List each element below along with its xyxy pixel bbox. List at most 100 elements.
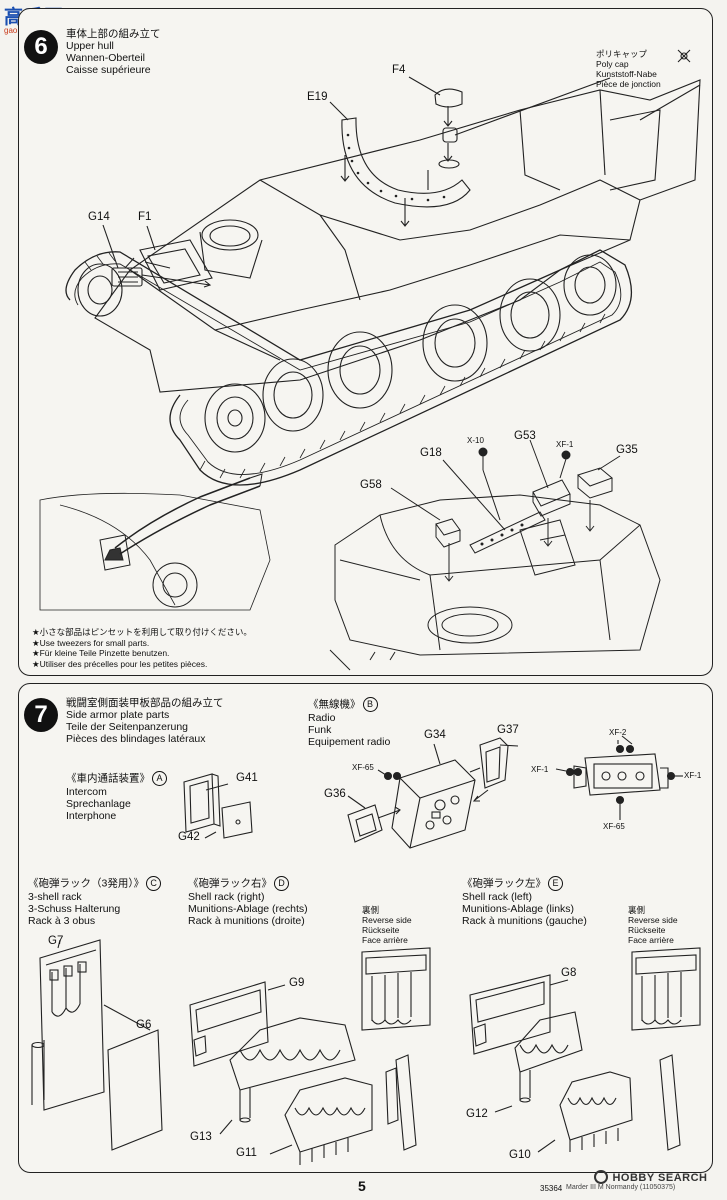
reverse-side-right: 裏側 Reverse side Rückseite Face arrière [362,905,412,945]
shell3-title: 《砲弾ラック（3発用）》C 3-shell rack 3-Schuss Halt… [28,876,162,927]
label-e19: E19 [307,91,328,103]
label-g7: G7 [48,935,64,947]
intercom-fr: Interphone [66,810,117,822]
rack-right-title: 《砲弾ラック右》D Shell rack (right) Munitions-A… [188,876,308,927]
label-g35: G35 [616,444,638,456]
label-g53: G53 [514,430,536,442]
label-g14: G14 [88,211,110,223]
reverse-right-en: Reverse side [362,915,412,925]
label-g42: G42 [178,831,200,843]
label-f4: F4 [392,64,406,76]
radio-header: 《無線機》 [308,698,361,711]
reverse-left-de: Rückseite [628,925,666,935]
polycap-note: ポリキャップ Poly cap Kunststoff-Nabe Pièce de… [596,49,661,89]
step7-panel [18,683,713,1173]
step7-title-fr: Pièces des blindages latéraux [66,733,206,745]
polycap-ja: ポリキャップ [596,49,648,59]
reverse-right-ja: 裏側 [362,905,380,915]
label-g10: G10 [509,1149,531,1161]
label-xf1: XF-1 [556,440,574,449]
label-g41: G41 [236,772,258,784]
intercom-header: 《車内通話装置》 [66,772,150,785]
rack-left-fr: Rack à munitions (gauche) [462,915,587,927]
hobby-search-icon [594,1169,608,1184]
step7-title-de: Teile der Seitenpanzerung [66,721,189,733]
footer-brand: HOBBY SEARCH [594,1168,707,1186]
label-g18: G18 [420,447,442,459]
shell3-fr: Rack à 3 obus [28,915,96,927]
label-g58: G58 [360,479,382,491]
tweezer-note-de: ★Für kleine Teile Pinzette benutzen. [32,648,170,658]
polycap-icon [677,49,691,63]
shell3-en: 3-shell rack [28,891,82,903]
rack-left-header: 《砲弾ラック左》 [462,877,546,890]
radio-en: Radio [308,712,336,724]
radio-title: 《無線機》B Radio Funk Equipement radio [308,697,390,748]
reverse-right-de: Rückseite [362,925,400,935]
intercom-en: Intercom [66,786,107,798]
rack-left-letter: E [548,876,563,891]
rack-right-header: 《砲弾ラック右》 [188,877,272,890]
label-f1: F1 [138,211,152,223]
rack-right-fr: Rack à munitions (droite) [188,915,305,927]
label-xf65a: XF-65 [352,763,374,772]
label-g37: G37 [497,724,519,736]
label-xf1a: XF-1 [531,765,549,774]
intercom-de: Sprechanlage [66,798,131,810]
label-g13: G13 [190,1131,212,1143]
label-g12: G12 [466,1108,488,1120]
rack-left-title: 《砲弾ラック左》E Shell rack (left) Munitions-Ab… [462,876,587,927]
reverse-right-fr: Face arrière [362,935,408,945]
label-g9: G9 [289,977,305,989]
rack-right-de: Munitions-Ablage (rechts) [188,903,308,915]
label-g36: G36 [324,788,346,800]
tweezer-note-en: ★Use tweezers for small parts. [32,637,150,648]
rack-left-de: Munitions-Ablage (links) [462,903,575,915]
label-x10: X-10 [467,436,484,445]
label-g34: G34 [424,729,446,741]
step6-title-de: Wannen-Oberteil [66,52,145,64]
step6-title-ja: 車体上部の組み立て [66,28,161,40]
label-xf2: XF-2 [609,728,627,737]
reverse-left-ja: 裏側 [628,905,646,915]
intercom-letter: A [152,771,167,786]
step6-hull-drawing [39,49,701,671]
reverse-left-fr: Face arrière [628,935,674,945]
step7-number: 7 [24,698,58,732]
footer-title: Marder III M Normandy (11050375) [566,1184,676,1191]
rack-left-en: Shell rack (left) [462,891,533,903]
shell3-de: 3-Schuss Halterung [28,903,121,915]
label-g8: G8 [561,967,577,979]
label-xf1b: XF-1 [684,771,702,780]
tweezer-note-ja: ★小さな部品はピンセットを利用して取り付けください。 [32,627,252,637]
step6-title-en: Upper hull [66,40,114,52]
polycap-de: Kunststoff-Nabe [596,69,657,79]
reverse-side-left: 裏側 Reverse side Rückseite Face arrière [628,905,678,945]
step7-title-ja: 戦闘室側面装甲板部品の組み立て [66,697,224,709]
step6-title-fr: Caisse supérieure [66,64,151,76]
page-number: 5 [358,1178,366,1194]
footer-code: 35364 [540,1184,563,1193]
radio-letter: B [362,697,378,712]
shell3-header: 《砲弾ラック（3発用）》 [28,877,145,890]
polycap-en: Poly cap [596,59,629,69]
label-g6: G6 [136,1019,152,1031]
label-xf65b: XF-65 [603,822,625,831]
tweezer-notes: ★小さな部品はピンセットを利用して取り付けください。 ★Use tweezers… [32,627,252,669]
step7-title-en: Side armor plate parts [66,709,170,721]
reverse-left-en: Reverse side [628,915,678,925]
label-g11: G11 [236,1147,257,1159]
rack-right-en: Shell rack (right) [188,891,265,903]
radio-fr: Equipement radio [308,736,391,748]
intercom-title: 《車内通話装置》A Intercom Sprechanlage Interpho… [66,771,167,822]
brand-text: HOBBY SEARCH [612,1172,708,1184]
step6-title: 車体上部の組み立て Upper hull Wannen-Oberteil Cai… [66,28,161,76]
rack-right-letter: D [274,876,289,891]
tweezer-note-fr: ★Utiliser des précelles pour les petites… [32,658,208,669]
radio-de: Funk [308,724,332,736]
step6-number: 6 [24,30,58,64]
step7-title: 戦闘室側面装甲板部品の組み立て Side armor plate parts T… [66,697,224,745]
polycap-fr: Pièce de jonction [596,79,661,89]
shell3-letter: C [146,876,162,891]
